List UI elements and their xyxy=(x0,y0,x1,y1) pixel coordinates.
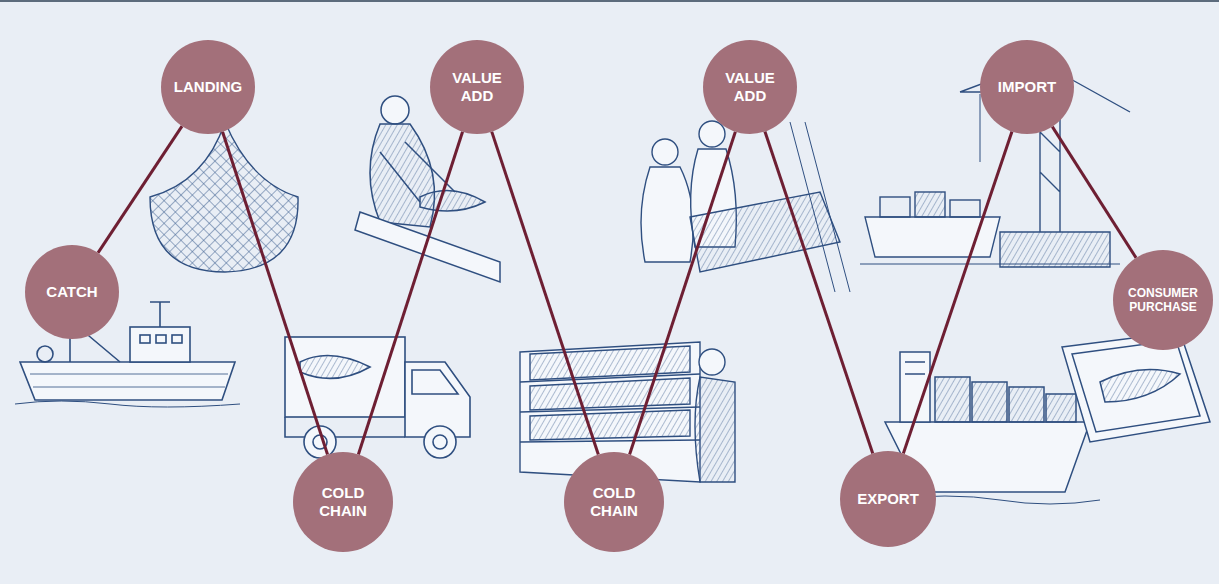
fish-worker-part xyxy=(370,124,435,227)
circle-fill xyxy=(980,40,1074,134)
packaged-fish-tray-part xyxy=(1100,370,1180,403)
port-crane-ship-part xyxy=(950,200,980,217)
port-crane-ship-part xyxy=(1000,232,1110,267)
packaged-fish-tray xyxy=(1062,332,1210,442)
cold-storage-racks-part xyxy=(695,377,735,482)
refrigerated-truck-part xyxy=(424,426,456,458)
cold-storage-racks-part xyxy=(530,378,690,410)
flow-line xyxy=(492,132,599,455)
circle-fill xyxy=(430,40,524,134)
process-circle: LANDING xyxy=(161,40,255,134)
processing-workers-part xyxy=(641,167,693,262)
node-label: CATCH xyxy=(46,283,97,301)
hanging-net-part xyxy=(150,122,298,272)
fish-worker-part xyxy=(355,212,500,282)
port-crane-ship-part xyxy=(860,264,1120,265)
trawler-ship-part xyxy=(130,327,190,362)
fish-worker-part xyxy=(381,96,409,124)
node-label: LANDING xyxy=(174,78,242,96)
container-ship-part xyxy=(1009,387,1044,422)
node-label: CONSUMER PURCHASE xyxy=(1121,286,1205,315)
process-circle: COLD CHAIN xyxy=(564,452,664,552)
trawler-ship-part xyxy=(156,335,166,343)
cold-storage-racks-part xyxy=(530,346,690,380)
process-circle: CATCH xyxy=(25,245,119,339)
processing-workers-part xyxy=(699,121,725,147)
flow-line xyxy=(630,132,736,455)
processing-workers-part xyxy=(652,139,678,165)
flow-line xyxy=(903,132,1012,454)
node-label: COLD CHAIN xyxy=(582,484,646,520)
packaged-fish-tray-part xyxy=(1072,340,1200,432)
port-crane-ship-part xyxy=(980,94,981,162)
processing-workers xyxy=(641,121,850,292)
flow-line xyxy=(223,132,328,455)
flow-line xyxy=(98,126,182,253)
refrigerated-truck-part xyxy=(285,417,405,437)
circle-fill xyxy=(564,452,664,552)
container-ship-part xyxy=(972,382,1007,422)
refrigerated-truck-part xyxy=(412,370,458,394)
circle-fill xyxy=(1113,250,1213,350)
flow-line xyxy=(765,132,873,454)
flow-line xyxy=(1052,127,1136,258)
circle-fill xyxy=(25,245,119,339)
circle-fill xyxy=(840,451,936,547)
node-label: COLD CHAIN xyxy=(311,484,375,520)
fish-worker-part xyxy=(420,191,485,211)
node-label: VALUE ADD xyxy=(718,69,782,105)
cold-storage-racks-part xyxy=(520,374,700,442)
trawler-ship-part xyxy=(172,335,182,343)
node-label: IMPORT xyxy=(998,78,1056,96)
circle-fill xyxy=(703,40,797,134)
process-circle: VALUE ADD xyxy=(703,40,797,134)
process-circle: CONSUMER PURCHASE xyxy=(1113,250,1213,350)
circle-fill xyxy=(293,452,393,552)
circle-fill xyxy=(161,40,255,134)
processing-workers-part xyxy=(790,122,850,292)
container-ship-part xyxy=(905,362,925,374)
cold-storage-racks-part xyxy=(530,410,690,440)
trawler-ship-part xyxy=(15,401,240,407)
process-circle: VALUE ADD xyxy=(430,40,524,134)
node-label: EXPORT xyxy=(857,490,919,508)
flow-line xyxy=(358,132,462,455)
trawler-ship-part xyxy=(140,335,150,343)
process-circle: IMPORT xyxy=(980,40,1074,134)
packaged-fish-tray-part xyxy=(1062,332,1210,442)
trawler-ship-part xyxy=(37,346,53,362)
port-crane-ship-part xyxy=(915,192,945,217)
cold-storage-racks-part xyxy=(699,349,725,375)
trawler-ship-part xyxy=(20,362,235,400)
trawler-ship-part xyxy=(30,374,228,387)
port-crane-ship-part xyxy=(880,197,910,217)
node-label: VALUE ADD xyxy=(445,69,509,105)
process-circle: EXPORT xyxy=(840,451,936,547)
process-circle: COLD CHAIN xyxy=(293,452,393,552)
refrigerated-truck-part xyxy=(433,435,447,449)
container-ship-part xyxy=(1046,394,1076,422)
refrigerated-truck-part xyxy=(300,356,370,379)
container-ship-part xyxy=(935,377,970,422)
